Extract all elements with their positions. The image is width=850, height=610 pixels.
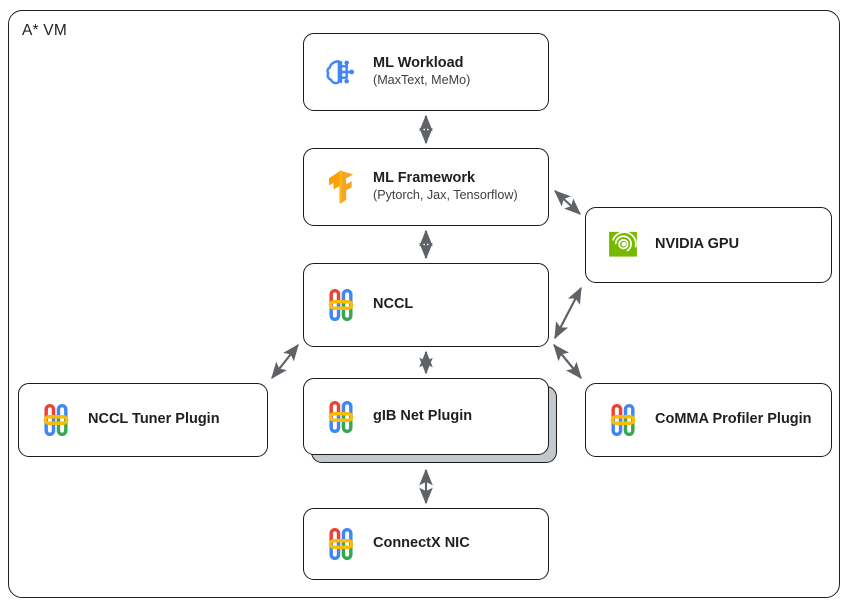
node-nccl[interactable]: NCCL <box>303 263 549 347</box>
node-title: gIB Net Plugin <box>373 407 473 424</box>
node-gib-net-plugin[interactable]: gIB Net Plugin <box>303 378 549 455</box>
node-connectx-nic[interactable]: ConnectX NIC <box>303 508 549 580</box>
nccl-link-icon <box>322 525 360 563</box>
nccl-link-icon <box>37 401 75 439</box>
node-comma-profiler-plugin[interactable]: CoMMA Profiler Plugin <box>585 383 832 457</box>
tensorflow-icon <box>322 168 360 206</box>
node-subtitle: (MaxText, MeMo) <box>373 73 471 88</box>
node-ml-workload[interactable]: ML Workload (MaxText, MeMo) <box>303 33 549 111</box>
node-nvidia-gpu[interactable]: NVIDIA GPU <box>585 207 832 283</box>
nccl-link-icon <box>604 401 642 439</box>
nvidia-eye-icon <box>604 226 642 264</box>
node-title: ML Workload <box>373 55 464 72</box>
nccl-link-icon <box>322 398 360 436</box>
nccl-link-icon <box>322 286 360 324</box>
brain-circuit-icon <box>322 53 360 91</box>
vm-container-label: A* VM <box>22 22 67 39</box>
node-subtitle: (Pytorch, Jax, Tensorflow) <box>373 188 518 203</box>
node-title: ML Framework <box>373 170 476 187</box>
node-title: ConnectX NIC <box>373 535 470 552</box>
node-title: CoMMA Profiler Plugin <box>655 411 812 428</box>
node-title: NCCL Tuner Plugin <box>88 411 220 428</box>
node-ml-framework[interactable]: ML Framework (Pytorch, Jax, Tensorflow) <box>303 148 549 226</box>
node-title: NVIDIA GPU <box>655 236 740 253</box>
node-nccl-tuner-plugin[interactable]: NCCL Tuner Plugin <box>18 383 268 457</box>
node-title: NCCL <box>373 296 414 313</box>
